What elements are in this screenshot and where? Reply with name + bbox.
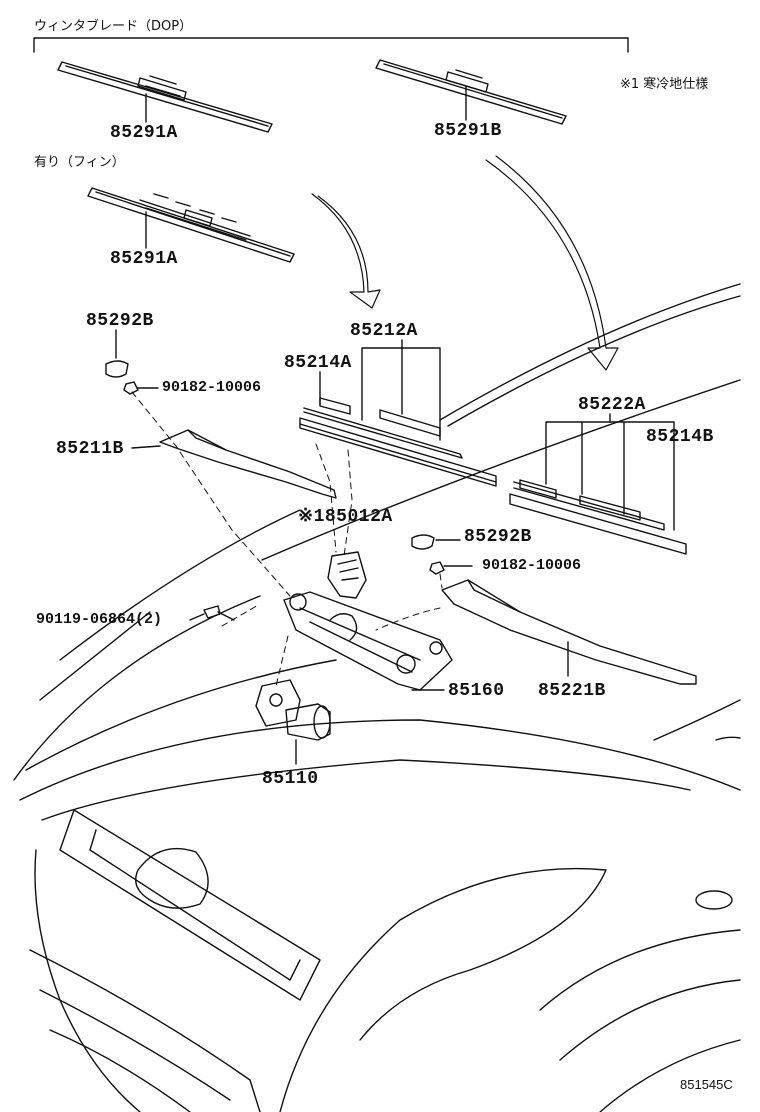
cap-85292b-right (411, 534, 435, 550)
dop-group-bracket (33, 37, 629, 53)
blade-85291a-fin-drawing (87, 187, 295, 263)
windshield-lower-line (261, 379, 741, 561)
diagram-code: 851545C (680, 1077, 733, 1092)
nut-90182-right (429, 561, 445, 575)
windshield-upper-line (439, 283, 741, 421)
cold-climate-note: ※1 寒冷地仕様 (620, 77, 709, 92)
part-label-85291a-top[interactable]: 85291A (110, 123, 178, 143)
bracket-85222a (545, 421, 675, 531)
bracket-85212a (361, 347, 441, 441)
part-label-85221b[interactable]: 85221B (538, 681, 606, 701)
part-label-85012a[interactable]: ※185012A (298, 507, 393, 527)
part-label-90119[interactable]: 90119-06864(2) (36, 611, 163, 628)
motor-85110-drawing (255, 679, 331, 741)
car-body-drawing (13, 595, 741, 1112)
windshield-edge (59, 509, 301, 661)
bolt-90119-drawing (203, 605, 235, 621)
nut-90182-left (123, 381, 139, 395)
part-label-90182-left[interactable]: 90182-10006 (162, 379, 262, 396)
cap-85292b-left (105, 360, 129, 378)
part-label-85214a[interactable]: 85214A (284, 353, 352, 373)
part-label-85291b-top[interactable]: 85291B (434, 121, 502, 141)
part-label-85212a[interactable]: 85212A (350, 321, 418, 341)
assembly-dashed-lines (131, 391, 443, 687)
dop-group-label: ウィンタブレード（DOP） (34, 19, 193, 34)
fin-note: 有り（フィン） (34, 155, 125, 170)
part-label-85160[interactable]: 85160 (448, 681, 505, 701)
blade-85222a-drawing (509, 479, 687, 555)
part-label-85222a[interactable]: 85222A (578, 395, 646, 415)
heater-85012a-drawing (327, 551, 367, 599)
part-label-85292b-right[interactable]: 85292B (464, 527, 532, 547)
windshield-upper-line-2 (447, 295, 741, 427)
arrow-b-to-blade (485, 155, 619, 371)
blade-85291b-top-drawing (375, 59, 567, 125)
part-label-85110[interactable]: 85110 (262, 769, 319, 789)
part-label-85214b[interactable]: 85214B (646, 427, 714, 447)
arm-85211b-drawing (159, 429, 337, 499)
part-label-85291a-fin[interactable]: 85291A (110, 249, 178, 269)
blade-85291a-top-drawing (57, 61, 273, 133)
part-label-90182-right[interactable]: 90182-10006 (482, 557, 582, 574)
part-label-85211b[interactable]: 85211B (56, 439, 124, 459)
part-label-85292b-left[interactable]: 85292B (86, 311, 154, 331)
arrow-fin-to-blade (311, 193, 381, 309)
linkage-85160-drawing (283, 591, 453, 691)
blade-85212a-drawing (299, 397, 497, 487)
arm-85221b-drawing (441, 579, 697, 685)
